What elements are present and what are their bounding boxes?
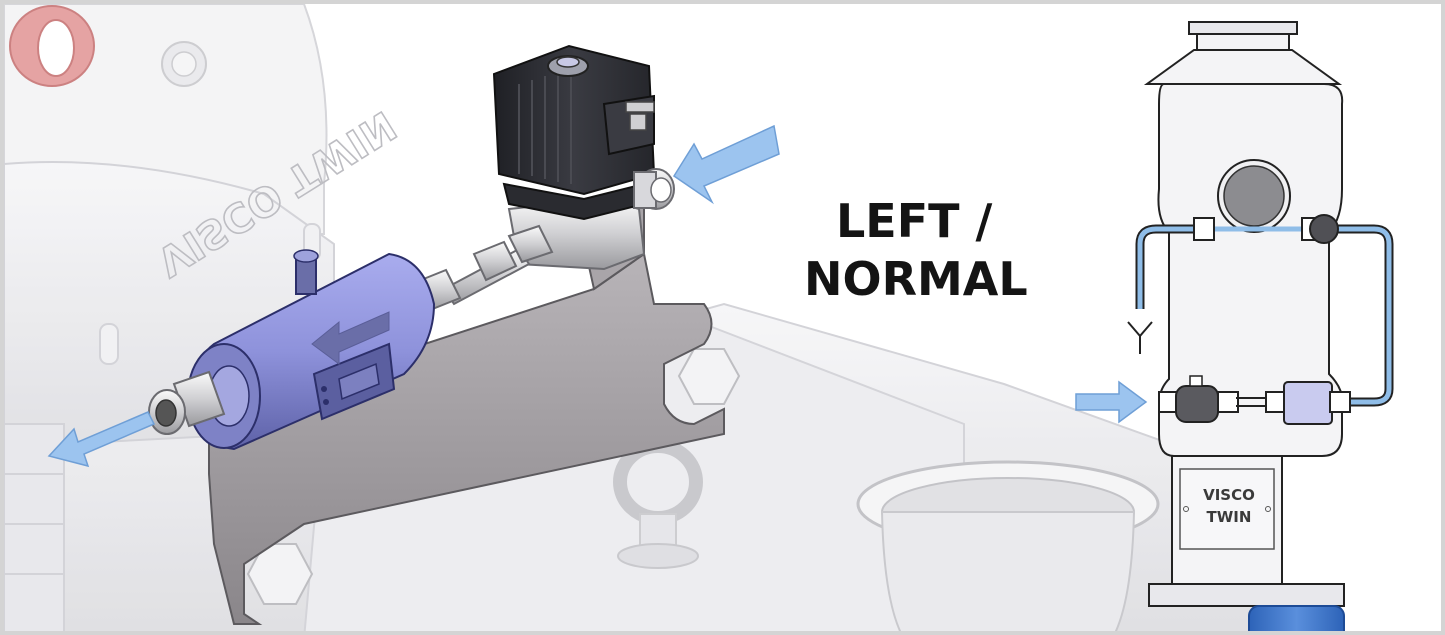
direction-title: LEFT / NORMAL <box>804 192 1044 308</box>
drain-y-icon <box>1127 321 1153 354</box>
solenoid-valve <box>492 44 675 271</box>
flow-direction-arrow-icon <box>311 311 390 365</box>
nameplate-line-2: TWIN <box>1206 508 1252 526</box>
inlet-arrow-icon <box>672 124 780 205</box>
flow-meter <box>148 249 436 451</box>
pump-illustration: VISCO TWIN <box>4 4 1394 631</box>
outlet-arrow-icon <box>47 411 156 468</box>
pump-schematic <box>1075 21 1394 631</box>
nameplate: VISCO TWIN <box>1184 470 1274 550</box>
title-line-1: LEFT / <box>836 194 993 248</box>
motor-base <box>1248 605 1345 631</box>
bolt-head-icon <box>246 543 314 605</box>
bolt-head-icon <box>677 348 741 405</box>
connecting-pipe <box>414 224 554 312</box>
schematic-inlet-arrow-icon <box>1075 380 1148 424</box>
nameplate-line-1: VISCO <box>1203 486 1255 504</box>
title-line-2: NORMAL <box>804 252 1028 306</box>
